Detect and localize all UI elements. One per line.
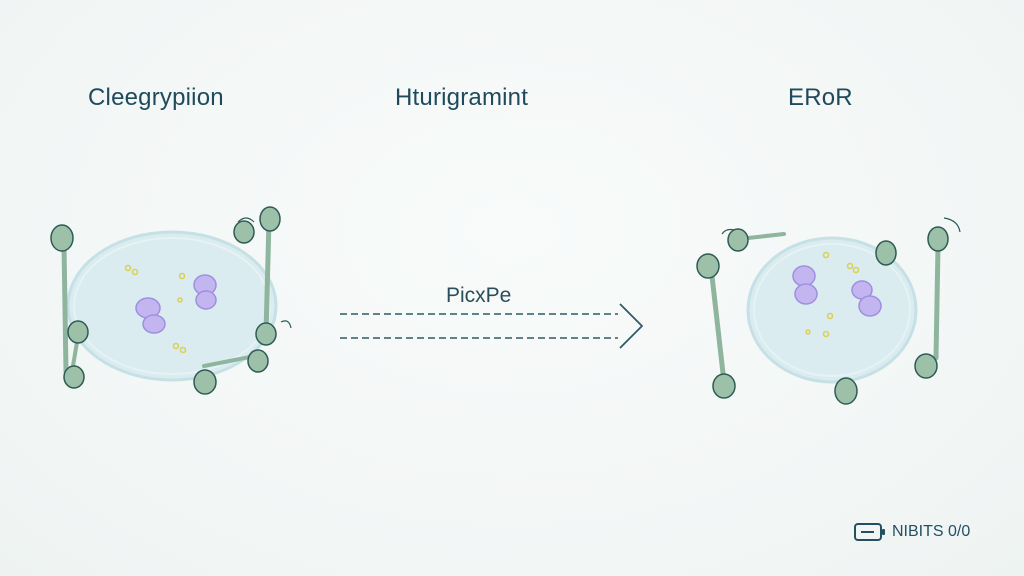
left-appendages (50, 206, 292, 395)
left-nucleus-a (135, 297, 166, 334)
right-heading: ERoR (788, 84, 853, 111)
left-cell-membrane (73, 237, 271, 375)
right-appendages (696, 217, 961, 405)
transition-arrow (340, 303, 643, 349)
right-cell-body (746, 236, 918, 384)
left-cell (50, 206, 292, 395)
brand-mark: NIBITS 0/0 (854, 522, 970, 542)
left-nucleus-b (193, 274, 217, 310)
right-cell (696, 217, 961, 405)
right-nucleus-b (851, 280, 882, 317)
left-heading: Cleegrypiion (88, 84, 224, 111)
left-granules (124, 264, 187, 354)
right-cell-membrane (753, 243, 911, 377)
left-cell-body (66, 230, 278, 382)
arrow-head (619, 303, 643, 349)
brand-text: NIBITS 0/0 (892, 523, 971, 540)
middle-heading: Hturigramint (395, 84, 529, 111)
right-nucleus-a (792, 265, 818, 305)
battery-icon (854, 523, 885, 541)
arrow-label: PicxPe (446, 284, 512, 307)
right-granules (805, 251, 860, 338)
